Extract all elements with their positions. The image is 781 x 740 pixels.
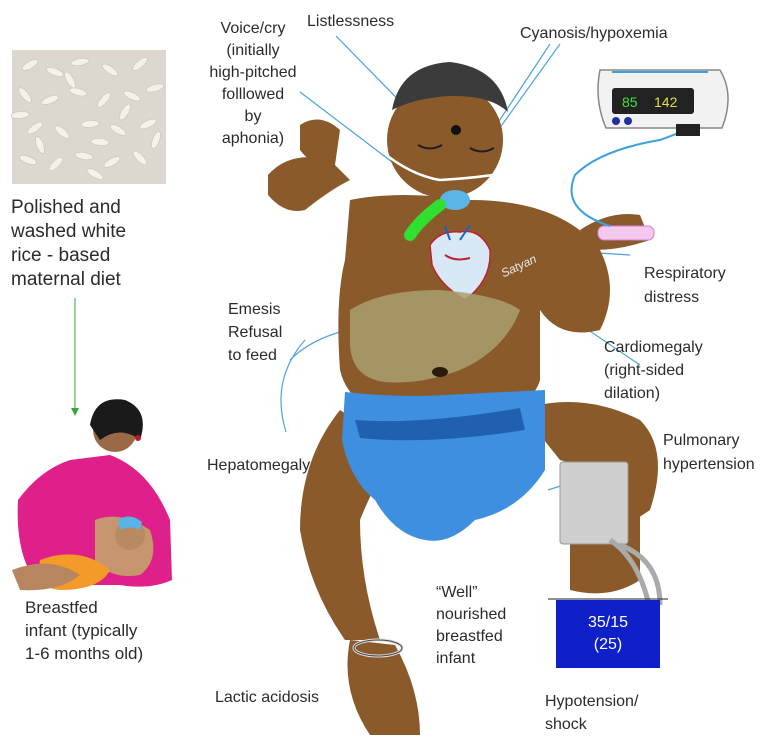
label-well-nourished: “Well” nourished breastfed infant — [436, 582, 506, 670]
spo2-readout: 85 — [622, 92, 638, 112]
label-respiratory-distress: Respiratory distress — [644, 262, 726, 310]
label-listlessness: Listlessness — [307, 12, 394, 32]
navel — [432, 367, 448, 377]
oximeter-cable — [572, 125, 700, 226]
label-pulmonary-hypertension: Pulmonary hypertension — [663, 429, 755, 477]
rice-photo — [11, 50, 166, 184]
label-cyanosis: Cyanosis/hypoxemia — [520, 24, 668, 44]
label-hypotension: Hypotension/ shock — [545, 690, 638, 736]
label-rice-diet: Polished and washed white rice - based m… — [11, 196, 126, 292]
bp-display: 35/15 (25) — [556, 600, 660, 668]
bp-reading: 35/15 — [556, 612, 660, 634]
label-hepatomegaly: Hepatomegaly — [207, 456, 310, 476]
label-voice-cry: Voice/cry (initially high-pitched folllo… — [193, 18, 313, 150]
label-lactic-acidosis: Lactic acidosis — [215, 688, 319, 708]
label-emesis: Emesis Refusal to feed — [228, 298, 282, 367]
diet-to-infant-arrow — [71, 298, 79, 416]
bp-cuff — [560, 462, 628, 544]
label-breastfed: Breastfed infant (typically 1-6 months o… — [25, 596, 143, 665]
breastfeeding-mother — [12, 399, 172, 590]
forehead-mark — [451, 125, 461, 135]
label-cardiomegaly: Cardiomegaly (right-sided dilation) — [604, 336, 703, 405]
heart-rate-readout: 142 — [654, 92, 677, 112]
oximeter-probe — [598, 226, 654, 240]
bp-mean: (25) — [556, 634, 660, 656]
